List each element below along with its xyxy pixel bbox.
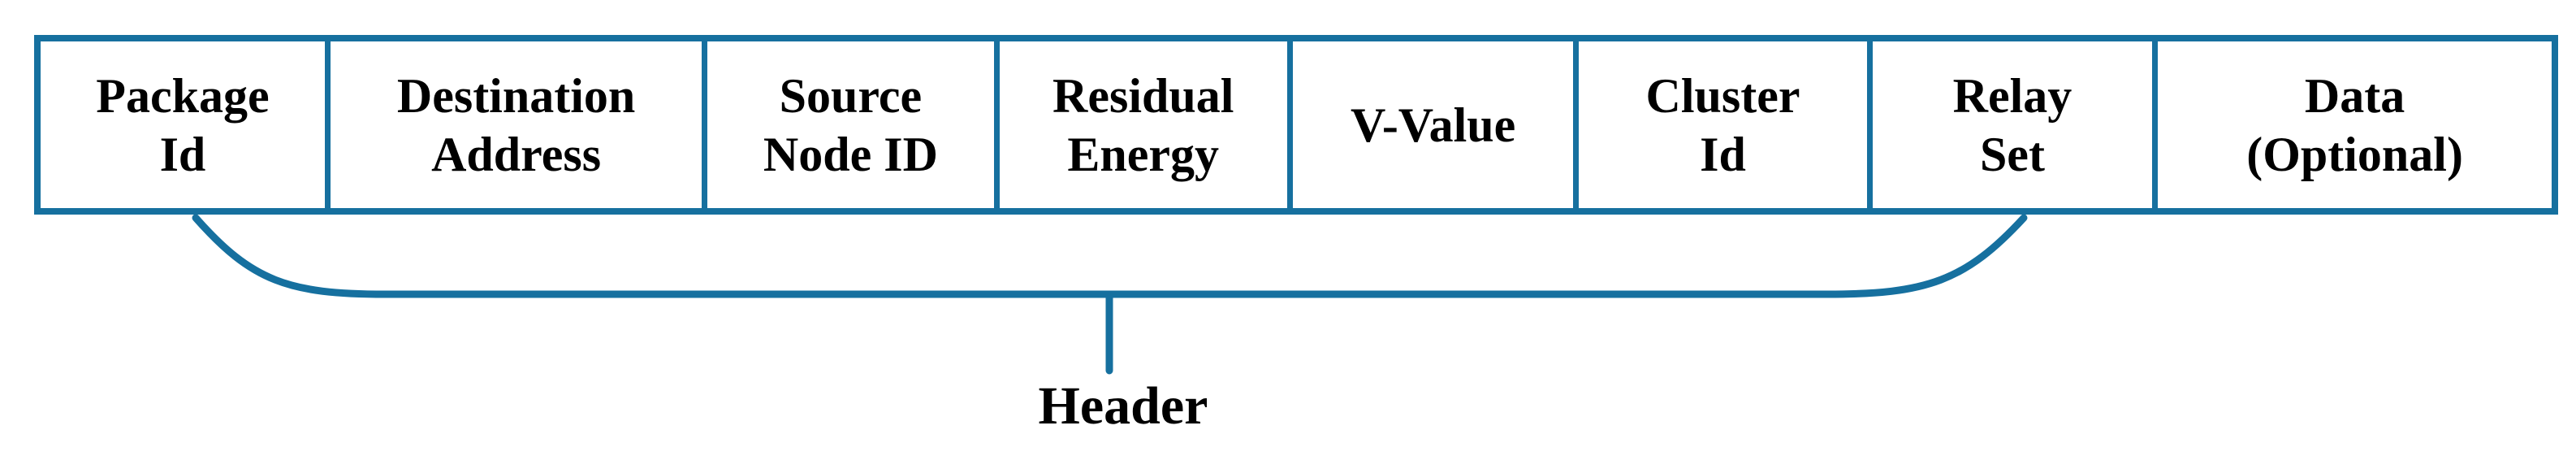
field-cell-data-optional: Data (Optional) bbox=[2158, 41, 2552, 208]
field-cell-relay-set: Relay Set bbox=[1873, 41, 2159, 208]
field-label-relay-set: Relay Set bbox=[1952, 68, 2072, 181]
field-cell-cluster-id: Cluster Id bbox=[1579, 41, 1873, 208]
field-cell-destination-address: Destination Address bbox=[331, 41, 708, 208]
field-label-package-id: Package Id bbox=[96, 68, 270, 181]
header-brace-path bbox=[192, 214, 2028, 375]
field-label-source-node-id: Source Node ID bbox=[763, 68, 938, 181]
field-label-data-optional: Data (Optional) bbox=[2246, 68, 2463, 181]
field-label-residual-energy: Residual Energy bbox=[1052, 68, 1234, 181]
field-label-v-value: V-Value bbox=[1350, 98, 1516, 152]
field-cell-v-value: V-Value bbox=[1293, 41, 1580, 208]
field-cell-source-node-id: Source Node ID bbox=[707, 41, 1000, 208]
field-label-cluster-id: Cluster Id bbox=[1645, 68, 1800, 181]
field-cell-package-id: Package Id bbox=[41, 41, 331, 208]
packet-field-table: Package Id Destination Address Source No… bbox=[34, 35, 2558, 215]
field-cell-residual-energy: Residual Energy bbox=[1000, 41, 1293, 208]
field-label-destination-address: Destination Address bbox=[396, 68, 636, 181]
header-label: Header bbox=[1038, 376, 1208, 436]
